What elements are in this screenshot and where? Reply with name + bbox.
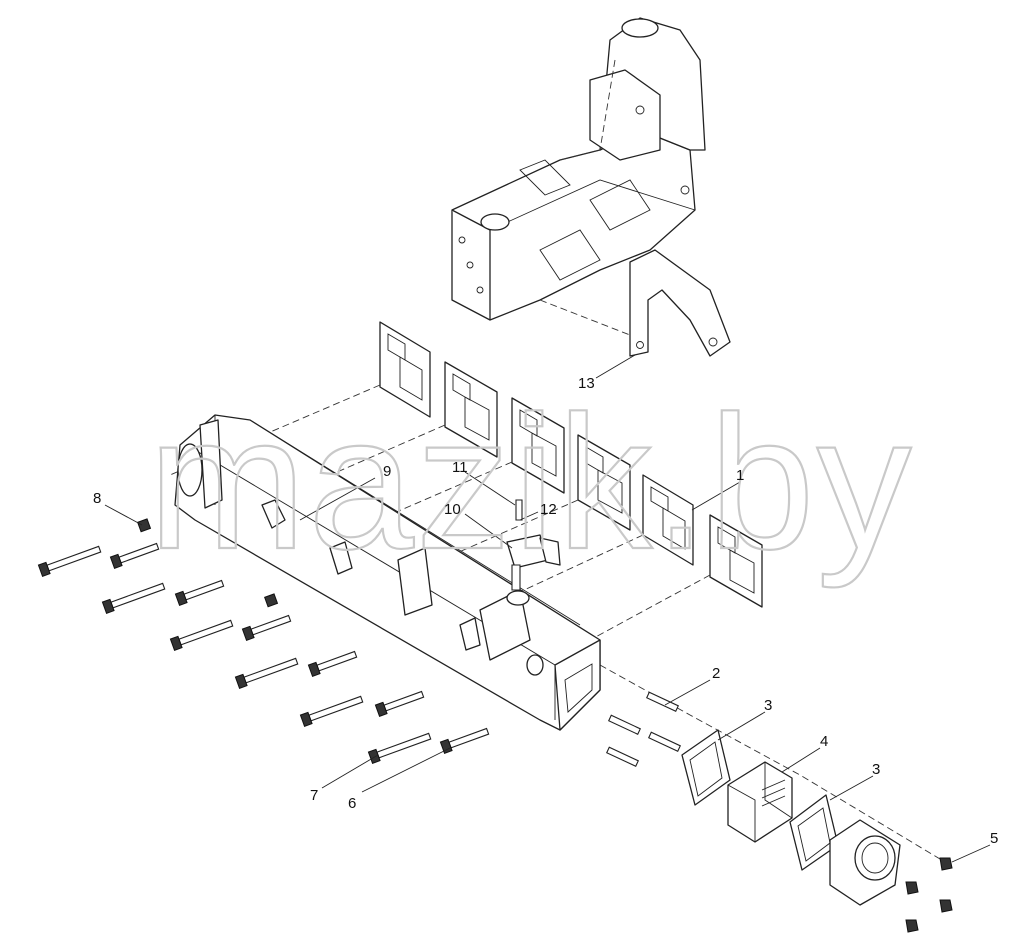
flange-nuts [905, 857, 953, 933]
callout-2: 2 [712, 665, 720, 682]
callout-13: 13 [578, 375, 595, 392]
watermark-text: mazik.by [148, 377, 914, 589]
mounting-bracket [539, 249, 731, 357]
studs [606, 691, 682, 767]
callout-10: 10 [444, 501, 461, 518]
callout-5: 5 [990, 830, 998, 847]
callout-4: 4 [820, 733, 828, 750]
callout-6: 6 [348, 795, 356, 812]
exhaust-manifold [174, 414, 601, 731]
flange-gaskets [681, 729, 839, 871]
callout-12: 12 [540, 501, 557, 518]
exhaust-adapter [727, 761, 793, 843]
manifold-gaskets [379, 321, 763, 608]
exhaust-elbow [829, 819, 901, 906]
manifold-bolts [37, 518, 490, 765]
callout-8: 8 [93, 490, 101, 507]
callout-labels: 1 2 3 3 4 5 6 7 8 9 10 11 12 13 [93, 375, 998, 847]
callout-9: 9 [383, 463, 391, 480]
callout-3b: 3 [872, 761, 880, 778]
callout-7: 7 [310, 787, 318, 804]
callout-3a: 3 [764, 697, 772, 714]
cylinder-head [451, 17, 706, 321]
callout-11: 11 [452, 459, 468, 476]
temperature-sensor [506, 499, 561, 591]
callout-1: 1 [736, 467, 744, 484]
leader-lines [104, 354, 991, 863]
